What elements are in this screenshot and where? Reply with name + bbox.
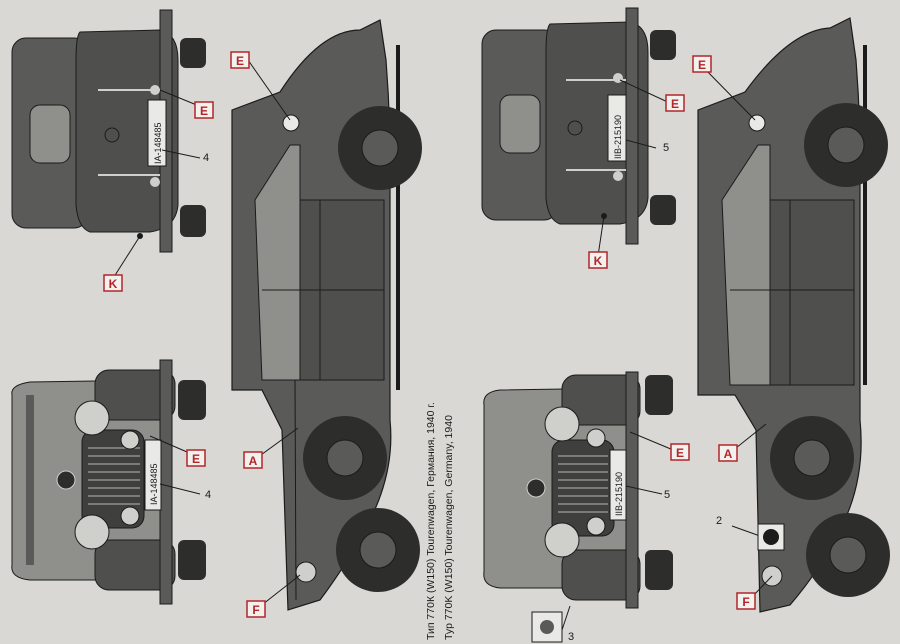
svg-text:E: E: [200, 104, 208, 118]
caption-line-english: Typ 770K (W150) Tourenwagen, Germany, 19…: [443, 415, 455, 640]
part-number-3: 3: [568, 631, 574, 643]
part-number-5-rear: 5: [663, 142, 669, 154]
callout-a-left: A: [243, 451, 263, 469]
callout-a-right: A: [718, 444, 738, 462]
svg-text:F: F: [252, 603, 259, 617]
svg-text:K: K: [594, 254, 603, 268]
svg-text:E: E: [676, 446, 684, 460]
callout-f-left: F: [246, 600, 266, 618]
license-plate-front-left: IA-148485: [149, 463, 159, 505]
leader-lines: [111, 59, 773, 609]
part-2-decal: [731, 523, 785, 551]
callout-e-front-left: E: [186, 449, 206, 467]
svg-text:A: A: [249, 454, 258, 468]
callout-e-front-right: E: [670, 443, 690, 461]
side-view-left: [231, 19, 422, 611]
callout-f-right: F: [736, 592, 756, 610]
svg-text:F: F: [742, 595, 749, 609]
svg-text:K: K: [109, 277, 118, 291]
svg-text:E: E: [698, 58, 706, 72]
license-plate-rear-left: IA-148485: [153, 122, 163, 164]
callout-k-right: K: [588, 251, 608, 269]
callout-e-side-right: E: [692, 55, 712, 73]
part-number-2: 2: [716, 515, 722, 527]
rear-view-left: IA-148485: [11, 9, 206, 253]
caption-line-russian: Тип 770К (W150) Tourenwagen, Германия, 1…: [425, 402, 437, 640]
part-number-4-front: 4: [205, 489, 211, 501]
side-view-right: [697, 17, 890, 613]
part-3-decal: [531, 605, 571, 643]
svg-text:E: E: [236, 54, 244, 68]
part-number-5-front: 5: [664, 489, 670, 501]
callout-e-rear-right: E: [665, 94, 685, 112]
callout-e-rear-left: E: [194, 101, 214, 119]
license-plate-front-right: IIB-215190: [614, 472, 624, 516]
rear-view-right: IIB-215190: [481, 7, 676, 245]
license-plate-rear-right: IIB-215190: [613, 115, 623, 159]
front-view-right: IIB-215190: [483, 371, 673, 609]
svg-text:E: E: [192, 452, 200, 466]
callout-k-left: K: [103, 274, 123, 292]
svg-text:A: A: [724, 447, 733, 461]
part-number-4-rear: 4: [203, 152, 209, 164]
front-view-left: IA-148485: [11, 359, 206, 605]
svg-text:E: E: [671, 97, 679, 111]
callout-e-side-left: E: [230, 51, 250, 69]
